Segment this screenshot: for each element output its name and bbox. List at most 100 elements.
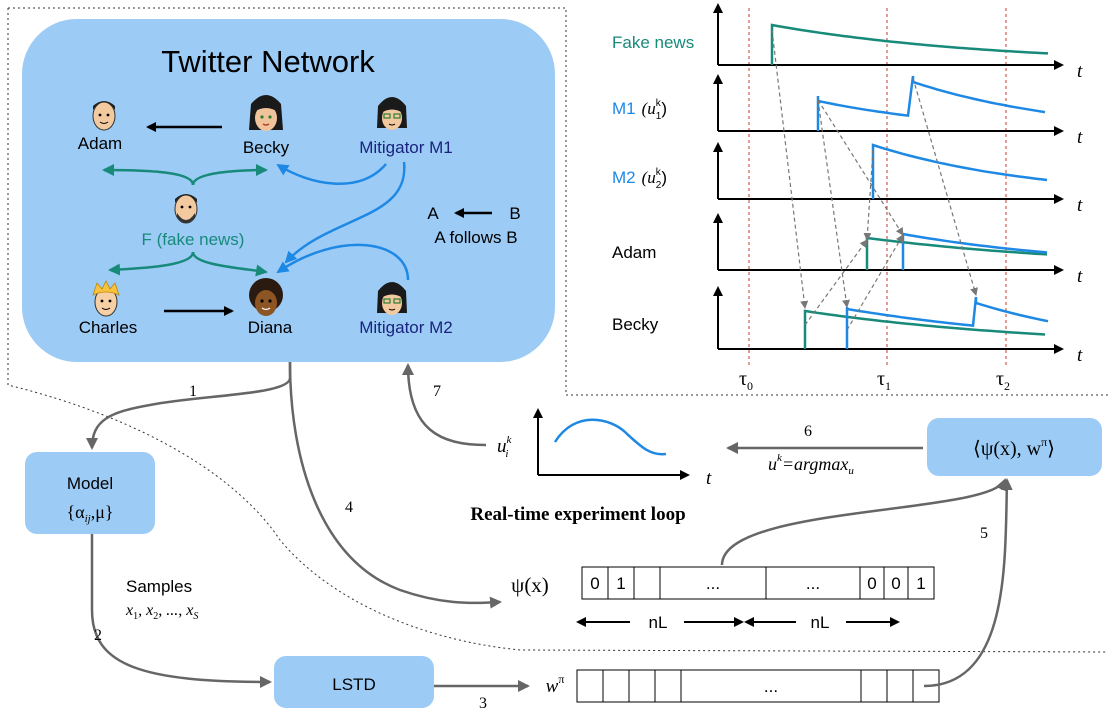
w-pi-cell bbox=[602, 669, 630, 703]
tau-label-1: τ1 bbox=[877, 368, 891, 393]
adam-avatar-icon bbox=[92, 101, 116, 131]
psi-cell bbox=[883, 566, 909, 600]
adam-mitigation-intensity bbox=[901, 232, 1048, 270]
w-pi-cell bbox=[576, 669, 604, 703]
arrow-5-vectors-to-policy bbox=[720, 478, 1007, 566]
m2-intensity bbox=[871, 143, 1048, 199]
influence-arrow-4 bbox=[817, 99, 904, 236]
mitigator-m1-avatar-icon bbox=[377, 97, 407, 130]
arrow-4-network-to-psi bbox=[288, 361, 502, 609]
policy-box bbox=[927, 418, 1102, 476]
becky-mitigation-intensity bbox=[845, 296, 1049, 349]
curve-t-label: t bbox=[706, 468, 712, 489]
w-pi-vector: ... bbox=[576, 669, 940, 703]
timeline-adam-t-label: t bbox=[1077, 266, 1083, 287]
psi-cell bbox=[765, 566, 861, 600]
step-5: 5 bbox=[980, 525, 988, 542]
m1-intensity bbox=[816, 75, 1046, 131]
psi-cell bbox=[907, 566, 935, 600]
adam-label: Adam bbox=[78, 134, 122, 153]
influence-arrow-6 bbox=[846, 234, 904, 331]
w-pi-cell bbox=[886, 669, 914, 703]
w-pi-cell bbox=[680, 669, 862, 703]
model-box bbox=[25, 452, 155, 534]
w-pi-cell-value: ... bbox=[764, 677, 778, 696]
mitigator-m2-avatar-icon bbox=[377, 282, 407, 315]
edge-f-to-becky bbox=[191, 164, 268, 186]
step-2: 2 bbox=[94, 627, 102, 644]
argmax-label: uk=argmaxu bbox=[768, 452, 854, 477]
psi-cell-value: ... bbox=[806, 574, 820, 593]
tau-label-2: τ2 bbox=[996, 368, 1010, 393]
influence-arrow-5 bbox=[804, 239, 868, 326]
loop-title: Real-time experiment loop bbox=[470, 504, 685, 525]
twitter-network-box bbox=[22, 19, 555, 362]
edge-f-to-adam bbox=[102, 164, 195, 186]
influence-arrow-2 bbox=[912, 77, 978, 296]
control-curve bbox=[553, 418, 667, 456]
timeline-adam-label: Adam bbox=[612, 243, 656, 262]
timeline-fake-news-label: Fake news bbox=[612, 33, 694, 52]
becky-fake-news-intensity bbox=[803, 309, 1046, 349]
control-curve-plot: t bbox=[533, 408, 712, 489]
fake-news-intensity bbox=[770, 23, 1049, 65]
lstd-box bbox=[274, 656, 434, 708]
w-pi-label: wπ bbox=[546, 672, 565, 697]
arrow-5b-w-to-policy bbox=[923, 478, 1013, 688]
psi-label: ψ(x) bbox=[511, 573, 549, 597]
mitigator-m2-label: Mitigator M2 bbox=[359, 318, 453, 337]
step-3: 3 bbox=[479, 695, 487, 711]
edge-m2-to-diana bbox=[276, 243, 410, 281]
samples-label: Samples bbox=[126, 577, 192, 596]
step-6: 6 bbox=[804, 423, 812, 440]
legend-caption: A follows B bbox=[434, 228, 517, 247]
w-pi-cell bbox=[628, 669, 656, 703]
charles-label: Charles bbox=[79, 318, 138, 337]
nl-label-1: nL bbox=[649, 613, 668, 632]
edge-m1-to-becky bbox=[276, 163, 387, 185]
psi-cell bbox=[659, 566, 767, 600]
psi-cell bbox=[607, 566, 635, 600]
psi-cell-value: 1 bbox=[916, 574, 925, 593]
psi-cell-value: 1 bbox=[616, 574, 625, 593]
diana-label: Diana bbox=[248, 318, 293, 337]
model-title: Model bbox=[67, 474, 113, 493]
timeline-becky-t-label: t bbox=[1077, 345, 1083, 366]
arrow-1-network-to-model bbox=[86, 362, 292, 450]
network-title: Twitter Network bbox=[161, 44, 375, 79]
w-pi-cell bbox=[654, 669, 682, 703]
psi-cell bbox=[633, 566, 661, 600]
influence-arrow-3 bbox=[863, 149, 874, 241]
step-7: 7 bbox=[433, 383, 441, 400]
fake-news-label: F (fake news) bbox=[142, 230, 245, 249]
edge-f-to-diana bbox=[191, 251, 268, 277]
influence-arrow-0 bbox=[771, 29, 809, 309]
charles-avatar-icon bbox=[92, 280, 120, 317]
arrow-2-model-to-lstd bbox=[90, 534, 272, 688]
edge-f-to-charles bbox=[108, 251, 195, 276]
timeline-becky-label: Becky bbox=[612, 315, 659, 334]
legend-a: A bbox=[427, 204, 439, 223]
step-1: 1 bbox=[189, 383, 197, 400]
edge-m1-to-diana bbox=[284, 161, 406, 264]
psi-cell-value: 0 bbox=[590, 574, 599, 593]
nl-label-2: nL bbox=[811, 613, 830, 632]
nl-annotations: nL nL bbox=[576, 613, 900, 632]
w-pi-cell bbox=[860, 669, 888, 703]
tau-label-0: τ0 bbox=[739, 368, 753, 393]
timeline-m1-t-label: t bbox=[1077, 127, 1083, 148]
arrow-7-u-to-network bbox=[402, 363, 487, 447]
fake-news-avatar-icon bbox=[174, 194, 198, 224]
policy-box-label: ⟨ψ(x), wπ⟩ bbox=[973, 435, 1055, 460]
model-params: {αij,μ} bbox=[67, 502, 114, 525]
psi-cell bbox=[581, 566, 609, 600]
psi-cell-value: 0 bbox=[867, 574, 876, 593]
psi-cell-value: 0 bbox=[891, 574, 900, 593]
legend-b: B bbox=[509, 204, 520, 223]
timeline-fake-news-t-label: t bbox=[1077, 61, 1083, 82]
